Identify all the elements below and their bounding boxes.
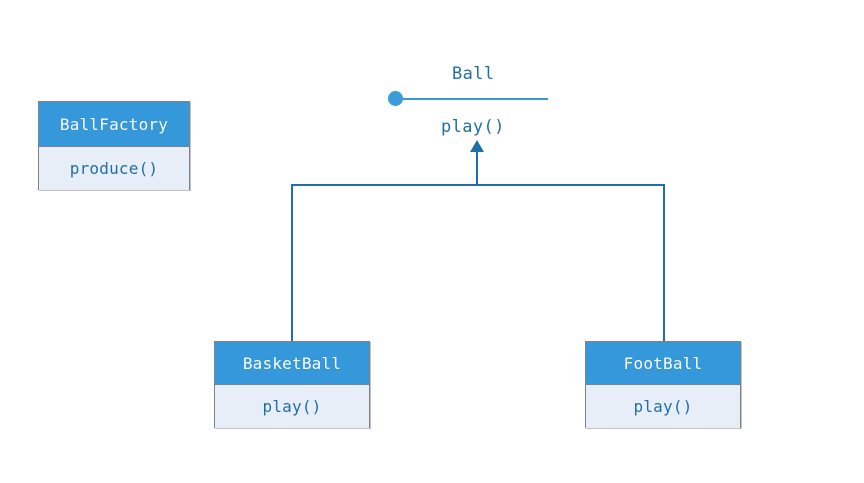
generalization-branch-basketball <box>291 184 293 342</box>
generalization-arrowhead-icon <box>470 140 484 152</box>
class-name-football: FootBall <box>586 342 740 385</box>
generalization-crossbar-horizontal <box>291 184 664 186</box>
generalization-stem-vertical <box>476 151 478 185</box>
interface-operation-label: play() <box>441 117 505 137</box>
generalization-branch-football <box>663 184 665 342</box>
class-box-ballfactory[interactable]: BallFactory produce() <box>38 101 190 190</box>
class-name-basketball: BasketBall <box>215 342 369 385</box>
class-member-ballfactory-produce: produce() <box>39 147 189 190</box>
class-box-football[interactable]: FootBall play() <box>585 341 741 428</box>
class-box-basketball[interactable]: BasketBall play() <box>214 341 370 428</box>
interface-lollipop-line <box>400 98 548 100</box>
class-member-football-play: play() <box>586 385 740 428</box>
interface-name-label: Ball <box>452 64 495 84</box>
class-name-ballfactory: BallFactory <box>39 102 189 147</box>
class-member-basketball-play: play() <box>215 385 369 428</box>
interface-lollipop-ball-icon <box>388 91 403 106</box>
